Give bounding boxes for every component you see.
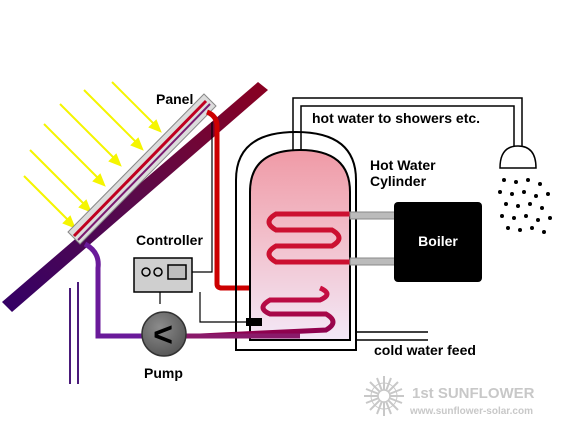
cylinder-label-line2: Cylinder <box>370 173 427 189</box>
watermark-url: www.sunflower-solar.com <box>409 406 533 417</box>
panel-label: Panel <box>156 91 193 107</box>
hot-flow-pipe <box>205 109 320 291</box>
temperature-sensor <box>246 318 262 326</box>
controller-sensor-wires <box>159 122 250 323</box>
cold-water-feed-label: cold water feed <box>374 342 476 358</box>
solar-panel <box>67 93 217 245</box>
controller-label: Controller <box>136 232 203 248</box>
pump-label: Pump <box>144 365 183 381</box>
cold-water-feed-pipe <box>356 331 428 341</box>
support-legs <box>69 282 79 384</box>
boiler-label: Boiler <box>418 233 458 249</box>
hot-water-outlet-pipe <box>292 97 523 150</box>
shower-head-icon <box>499 145 537 169</box>
controller <box>133 257 193 293</box>
sunflower-logo-icon <box>364 376 404 416</box>
water-drops <box>498 178 552 234</box>
roof <box>2 82 268 312</box>
boiler <box>394 202 482 282</box>
watermark-brand: 1st SUNFLOWER <box>412 385 535 402</box>
pump <box>141 311 187 357</box>
boiler-coil <box>266 211 350 265</box>
pump-symbol: < <box>153 316 173 354</box>
cold-return-pipe <box>83 241 142 339</box>
sun-ray-icon <box>23 81 162 229</box>
solar-coil <box>199 285 336 339</box>
cylinder-label-line1: Hot Water <box>370 157 436 173</box>
hot-water-line-label: hot water to showers etc. <box>312 110 480 126</box>
